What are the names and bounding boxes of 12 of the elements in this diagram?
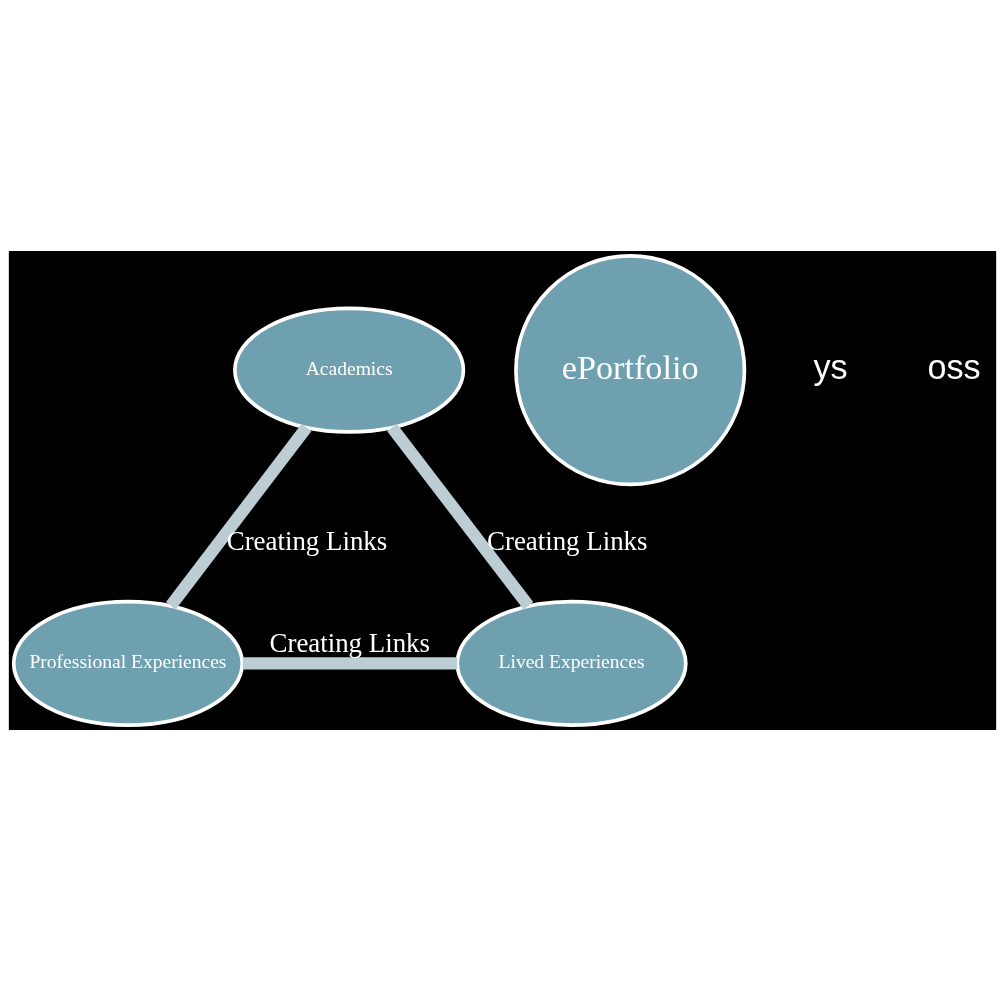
node-ellipse: Lived Experiences — [455, 599, 688, 727]
connector — [387, 423, 534, 610]
edge-label: Creating Links — [226, 525, 388, 556]
connector — [166, 423, 312, 610]
node-circle: ePortfolio — [514, 254, 747, 487]
connector — [242, 657, 458, 670]
node-ellipse: Professional Experiences — [11, 599, 245, 727]
label: oss — [927, 347, 981, 386]
node-ellipse: Academics — [233, 306, 466, 434]
edge-label: Creating Links — [487, 525, 648, 556]
edge-label: Creating Links — [269, 627, 430, 658]
label: ys — [813, 347, 848, 386]
